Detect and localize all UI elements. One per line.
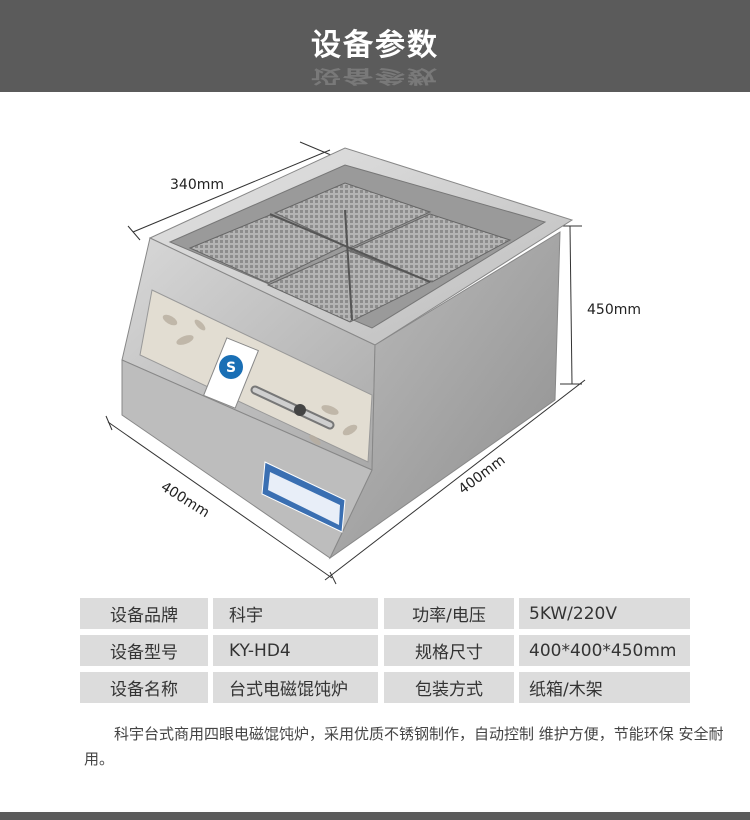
specs-table: 设备品牌 科宇 功率/电压 5KW/220V 设备型号 KY-HD4 规格尺寸 …	[80, 598, 690, 709]
product-figure: S 340mm 450mm 400mm 400mm	[0, 92, 750, 592]
spec-label: 规格尺寸	[384, 635, 514, 666]
dimension-height-label: 450mm	[587, 302, 641, 318]
dimension-lines	[105, 141, 586, 585]
table-row: 设备型号 KY-HD4 规格尺寸 400*400*450mm	[80, 635, 690, 666]
spec-label: 包装方式	[384, 672, 514, 703]
page-title-reflection: 设备参数	[311, 65, 439, 87]
table-row: 设备名称 台式电磁馄饨炉 包装方式 纸箱/木架	[80, 672, 690, 703]
dimension-top-label: 340mm	[170, 177, 224, 193]
brand-logo-icon	[219, 355, 243, 379]
table-row: 设备品牌 科宇 功率/电压 5KW/220V	[80, 598, 690, 629]
page-title: 设备参数	[311, 28, 439, 63]
spec-value: 纸箱/木架	[519, 672, 690, 703]
leaf-pattern	[162, 314, 358, 446]
spec-value: 台式电磁馄饨炉	[213, 672, 378, 703]
control-knob-icon	[250, 385, 335, 430]
product-description: 科宇台式商用四眼电磁馄饨炉，采用优质不锈钢制作，自动控制 维护方便，节能环保 安…	[84, 725, 724, 768]
spec-value: 5KW/220V	[519, 598, 690, 629]
spec-value: KY-HD4	[213, 635, 378, 666]
spec-value: 400*400*450mm	[519, 635, 690, 666]
fryer-side-panel	[328, 231, 561, 560]
svg-text:S: S	[226, 360, 236, 376]
spec-label: 设备名称	[80, 672, 208, 703]
spec-value: 科宇	[213, 598, 378, 629]
product-illustration: S	[105, 141, 586, 585]
spec-label: 设备品牌	[80, 598, 208, 629]
footer-bar	[0, 812, 750, 820]
spec-label: 功率/电压	[384, 598, 514, 629]
spec-label: 设备型号	[80, 635, 208, 666]
header-bar: 设备参数 设备参数	[0, 0, 750, 92]
